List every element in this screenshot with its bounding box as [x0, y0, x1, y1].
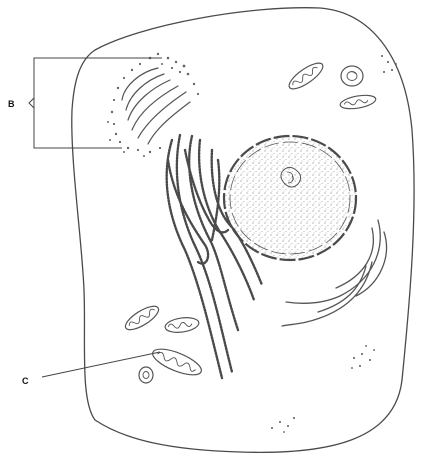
ribosome-cluster [351, 345, 375, 369]
mitochondrion-c [150, 344, 205, 380]
label-c-leader [42, 352, 160, 377]
label-b: B [8, 99, 15, 109]
mitochondrion [139, 367, 153, 383]
ribosome-cluster [271, 417, 295, 433]
nucleus [224, 136, 356, 260]
golgi-apparatus [122, 68, 190, 144]
ribosome-cluster [381, 55, 397, 73]
mitochondrion [286, 59, 327, 93]
mitochondrion [339, 93, 377, 111]
mitochondrion [164, 316, 200, 335]
mitochondrion [341, 66, 363, 86]
label-b-bracket [29, 58, 162, 148]
label-c: C [22, 376, 29, 386]
mitochondrion [122, 302, 162, 334]
